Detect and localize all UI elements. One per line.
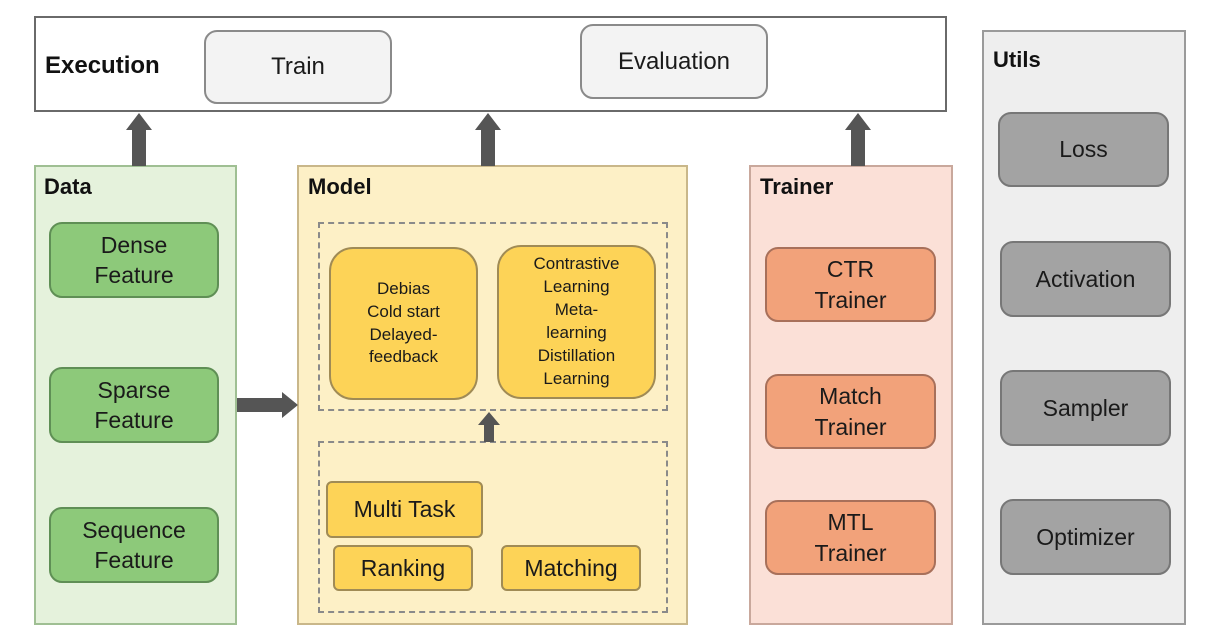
train-box: Train [204, 30, 392, 104]
ranking-box: Ranking [333, 545, 473, 591]
arrow-model-to-execution [475, 113, 501, 166]
execution-panel [34, 16, 947, 112]
arrow-base-to-advanced [478, 412, 500, 442]
utils-title: Utils [993, 47, 1041, 72]
evaluation-box: Evaluation [580, 24, 768, 99]
debias-box: Debias Cold start Delayed- feedback [329, 247, 478, 400]
execution-title: Execution [45, 52, 160, 79]
sparse-feature-box: Sparse Feature [49, 367, 219, 443]
sequence-feature-box: Sequence Feature [49, 507, 219, 583]
optimizer-box: Optimizer [1000, 499, 1171, 575]
model-advanced-group [318, 222, 668, 411]
ctr-trainer-box: CTR Trainer [765, 247, 936, 322]
dense-feature-box: Dense Feature [49, 222, 219, 298]
matching-box: Matching [501, 545, 641, 591]
arrow-data-to-execution [126, 113, 152, 166]
model-title: Model [308, 174, 372, 199]
mtl-trainer-box: MTL Trainer [765, 500, 936, 575]
arrow-data-to-model [237, 392, 298, 418]
contrastive-learning-box: Contrastive Learning Meta- learning Dist… [497, 245, 656, 399]
activation-box: Activation [1000, 241, 1171, 317]
match-trainer-box: Match Trainer [765, 374, 936, 449]
loss-box: Loss [998, 112, 1169, 187]
sampler-box: Sampler [1000, 370, 1171, 446]
arrow-trainer-to-execution [845, 113, 871, 166]
multi-task-box: Multi Task [326, 481, 483, 538]
data-title: Data [44, 174, 92, 199]
trainer-title: Trainer [760, 174, 834, 199]
